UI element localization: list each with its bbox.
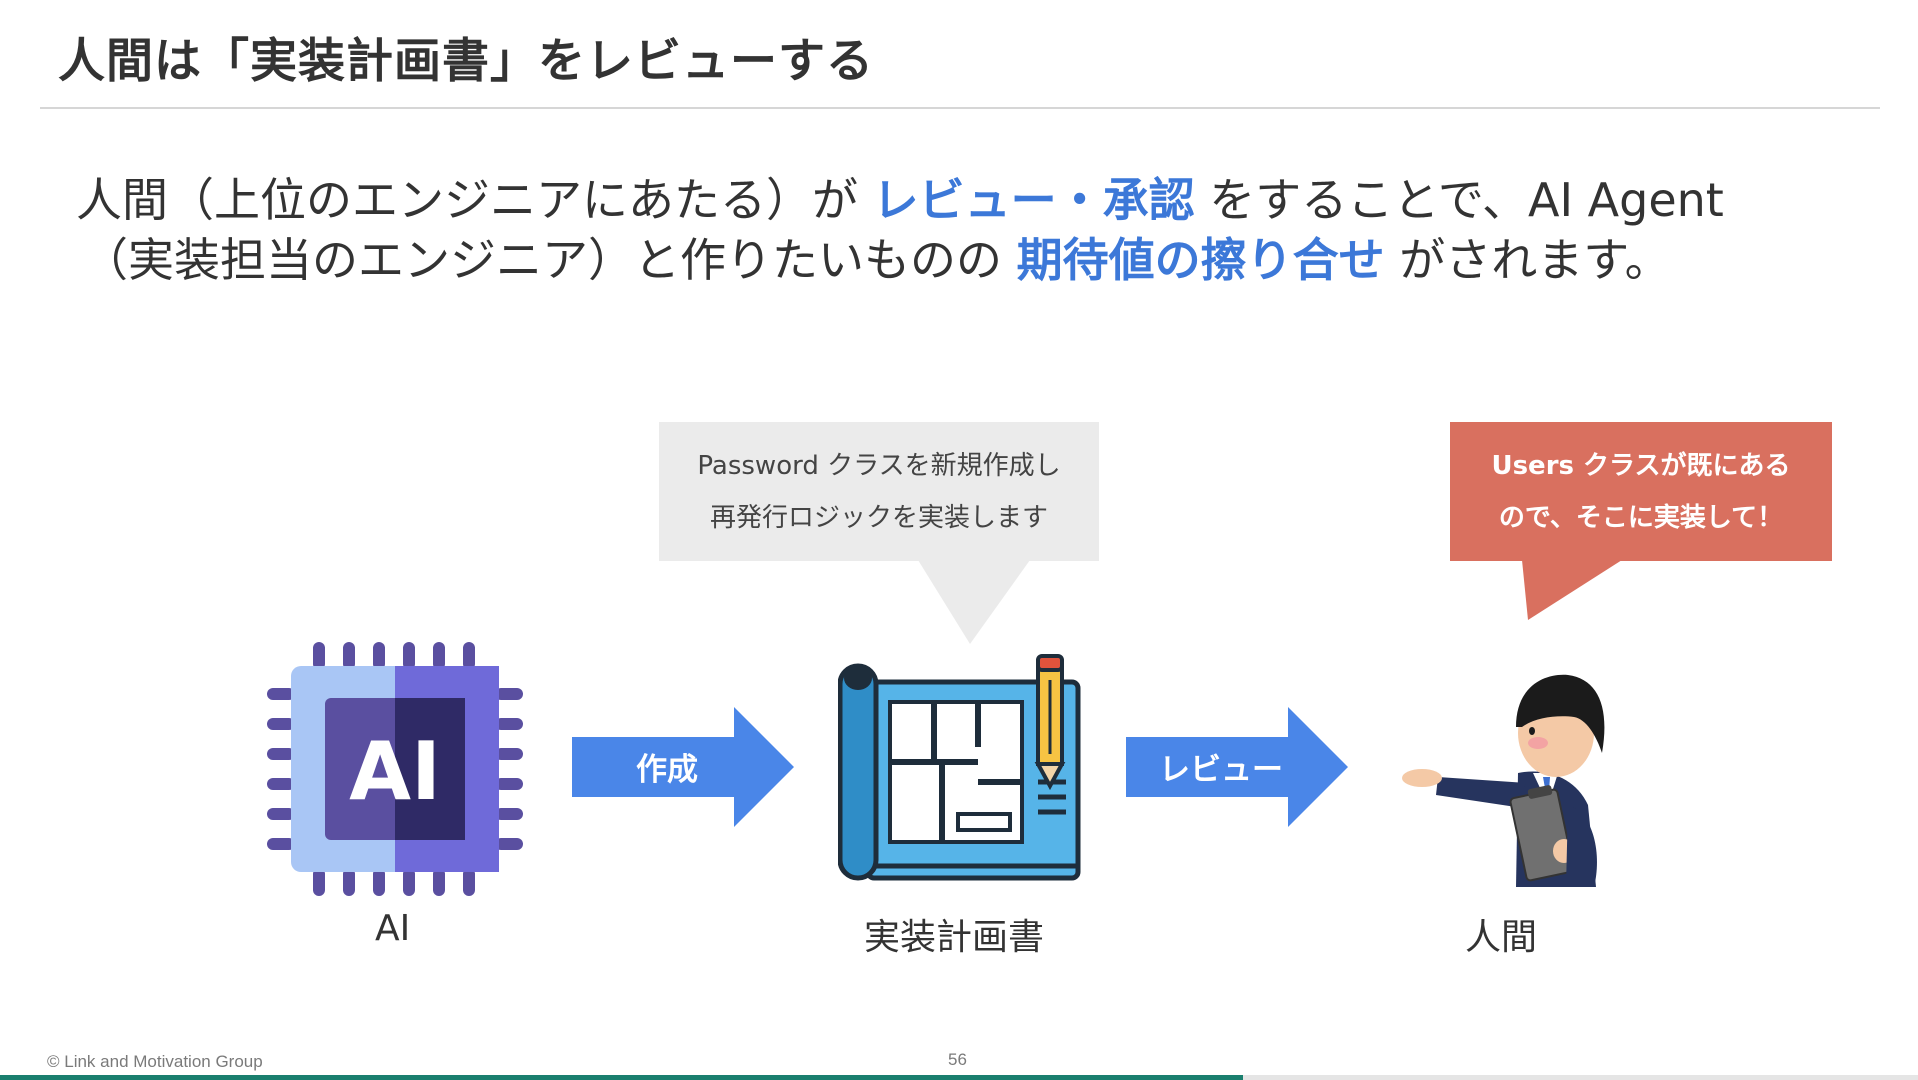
create-arrow: 作成 (572, 707, 794, 827)
review-arrow-label: レビュー (1159, 752, 1283, 788)
lead-text: 人間（上位のエンジニアにあたる）が (76, 173, 873, 227)
ai-bubble-line: Password クラスを新規作成し (697, 450, 1061, 481)
ai-speech-bubble: Password クラスを新規作成し 再発行ロジックを実装します (659, 422, 1099, 561)
blueprint-icon (837, 652, 1084, 884)
copyright-text: © Link and Motivation Group (47, 1052, 263, 1071)
ai-chip-icon: AI (265, 640, 525, 898)
lead-text: がされます。 (1384, 233, 1671, 287)
lead-line-2: （実装担当のエンジニア）と作りたいものの 期待値の擦り合せ がされます。 (76, 230, 1856, 290)
slide-title: 人間は「実装計画書」をレビューする (58, 34, 874, 89)
lead-line-1: 人間（上位のエンジニアにあたる）が レビュー・承認 をすることで、AI Agen… (76, 170, 1856, 230)
review-arrow: レビュー (1126, 707, 1348, 827)
human-bubble-tail (1522, 560, 1622, 620)
slide-progress-bar (0, 1075, 1918, 1080)
human-label: 人間 (1465, 917, 1538, 958)
lead-text: をすることで、AI Agent (1194, 173, 1724, 227)
page-number: 56 (948, 1050, 967, 1069)
title-divider (40, 107, 1880, 109)
plan-label: 実装計画書 (864, 917, 1045, 958)
ai-bubble-line: 再発行ロジックを実装します (709, 502, 1048, 533)
human-bubble-line: Users クラスが既にある (1491, 450, 1791, 481)
lead-paragraph: 人間（上位のエンジニアにあたる）が レビュー・承認 をすることで、AI Agen… (76, 170, 1856, 290)
ai-bubble-tail (918, 560, 1030, 644)
create-arrow-label: 作成 (636, 752, 698, 788)
human-speech-bubble: Users クラスが既にある ので、そこに実装して！ (1450, 422, 1832, 561)
lead-text: （実装担当のエンジニア）と作りたいものの (82, 233, 1017, 287)
ai-label: AI (375, 908, 411, 949)
businessman-icon (1398, 655, 1608, 890)
lead-highlight: レビュー・承認 (872, 173, 1195, 227)
slide-progress-fill (0, 1075, 1243, 1080)
ai-chip-text: AI (349, 725, 441, 818)
lead-highlight: 期待値の擦り合せ (1016, 233, 1385, 287)
human-bubble-line: ので、そこに実装して！ (1498, 502, 1784, 533)
